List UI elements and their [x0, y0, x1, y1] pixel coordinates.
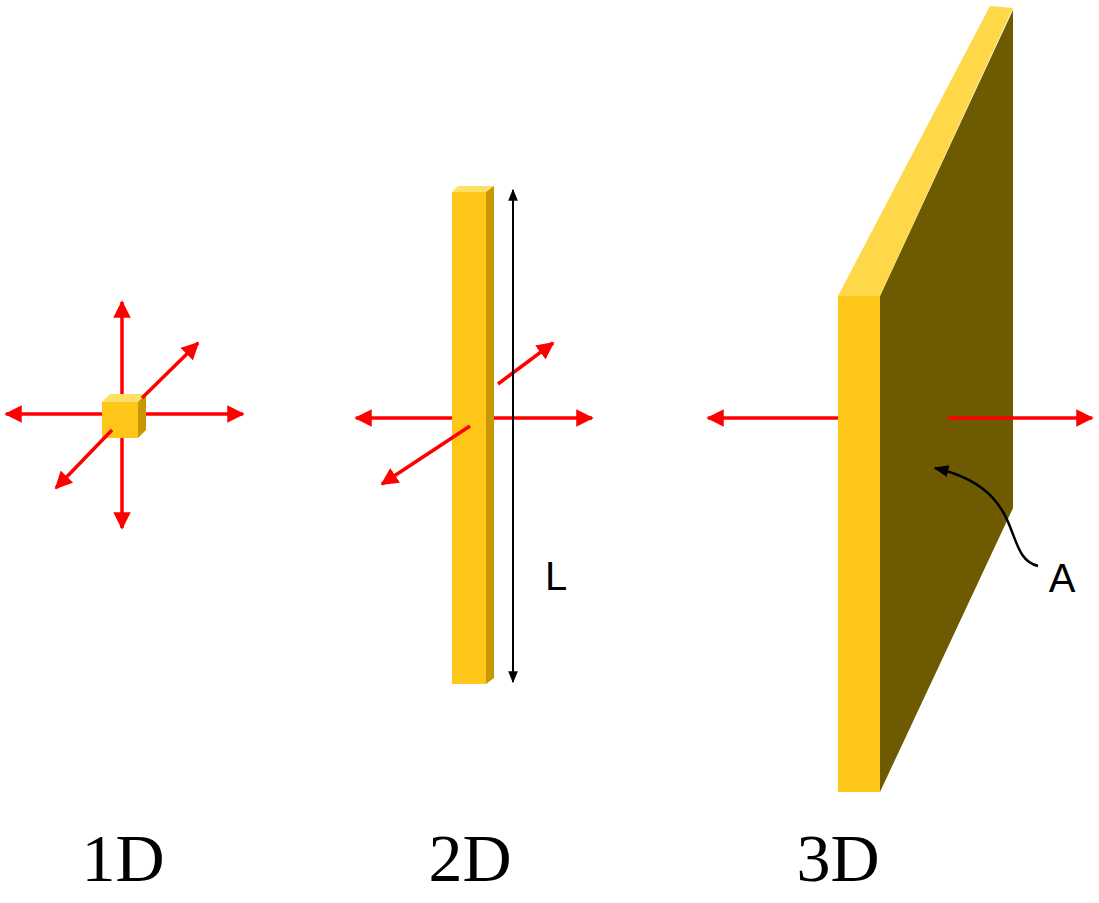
dimension-label: 1D — [81, 824, 164, 892]
dimension-label: 3D — [796, 824, 879, 892]
arrow-left — [708, 416, 838, 420]
arrow-down — [120, 438, 124, 528]
arrows-1d — [6, 302, 243, 528]
symbol-label: L — [545, 556, 567, 596]
plate-top — [838, 6, 1013, 296]
cube-side — [138, 394, 146, 438]
bar-front — [452, 192, 486, 684]
arrow-diag-up — [142, 343, 198, 398]
arrow-right — [146, 412, 243, 416]
plate-3d — [838, 6, 1013, 792]
plate-edge — [838, 296, 880, 792]
arrow-up — [120, 302, 124, 394]
arrow-diag-down — [56, 430, 112, 488]
arrow-right — [948, 416, 1092, 420]
arrow-diag-up — [498, 343, 553, 384]
arrow-left — [356, 416, 452, 420]
dimension-label: 2D — [428, 824, 511, 892]
arrows-3d — [708, 416, 1092, 420]
arrow-left — [6, 412, 102, 416]
length-dimension — [512, 190, 514, 682]
area-leader — [935, 468, 1038, 566]
arrow-right — [494, 416, 592, 420]
bar-side — [486, 186, 494, 684]
arrow-diag-down — [382, 426, 470, 484]
symbol-label: A — [1049, 558, 1076, 598]
arrows-2d — [356, 343, 592, 484]
